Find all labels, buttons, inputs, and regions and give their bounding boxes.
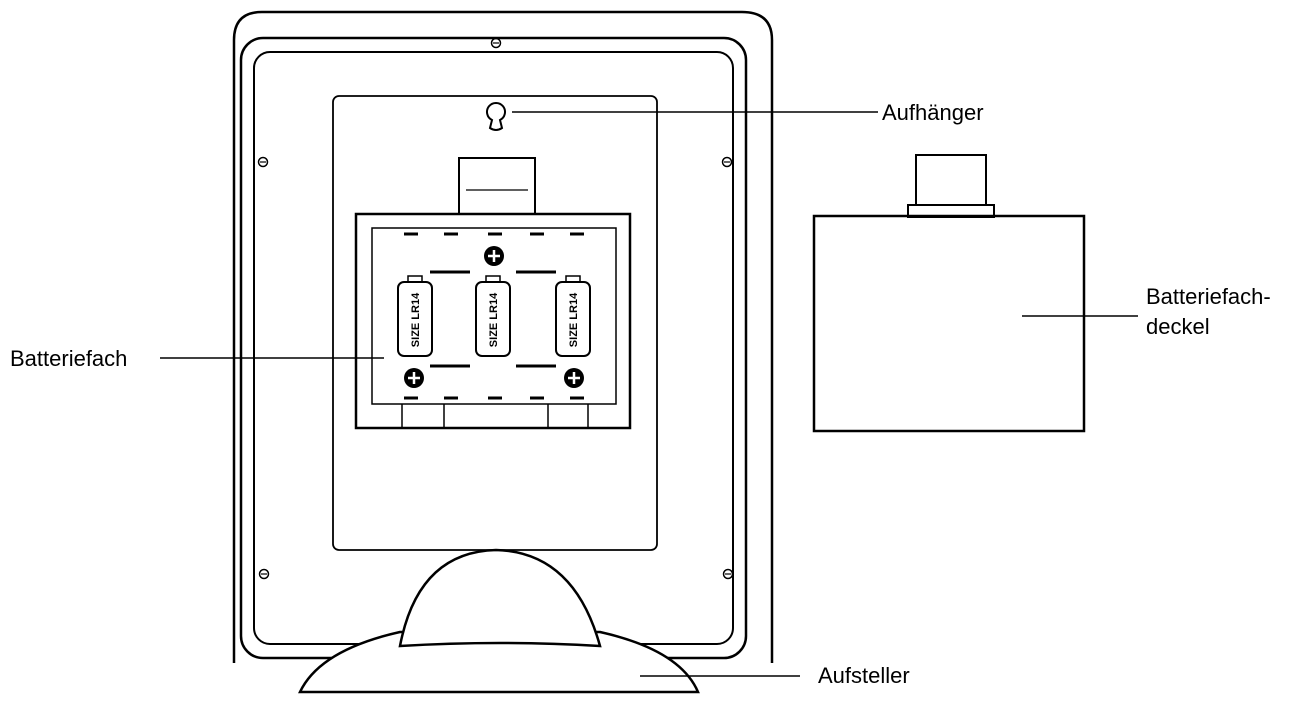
battery-cover xyxy=(812,154,1086,433)
leader-lines xyxy=(160,111,1138,677)
label-batteriefach: Batteriefach xyxy=(10,346,127,371)
battery-label: SIZE LR14 xyxy=(488,292,500,347)
plus-terminal-icon xyxy=(484,246,504,266)
label-batteriefachdeckel-line2: deckel xyxy=(1146,314,1210,339)
battery: SIZE LR14 xyxy=(475,275,511,357)
stand xyxy=(298,548,700,694)
keyhole-hanger xyxy=(486,101,506,131)
battery: SIZE LR14 xyxy=(555,275,591,357)
battery-compartment xyxy=(354,157,632,430)
label-aufsteller: Aufsteller xyxy=(818,663,910,688)
battery-label: SIZE LR14 xyxy=(410,292,422,347)
screw-icon xyxy=(257,37,734,580)
battery: SIZE LR14 xyxy=(397,275,433,357)
label-batteriefachdeckel-line1: Batteriefach- xyxy=(1146,284,1271,309)
label-aufhaenger: Aufhänger xyxy=(882,100,984,125)
battery-label: SIZE LR14 xyxy=(568,292,580,347)
plus-terminal-icon xyxy=(564,368,584,388)
plus-terminal-icon xyxy=(404,368,424,388)
